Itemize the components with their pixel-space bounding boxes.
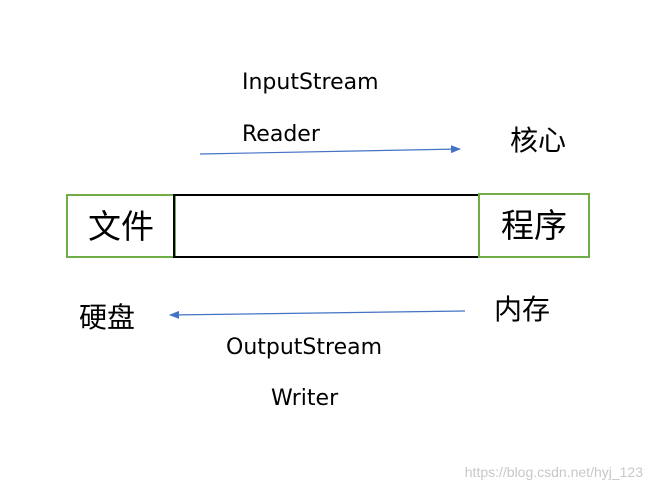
output-arrow xyxy=(169,310,466,319)
input-arrow xyxy=(199,145,461,155)
memory-label: 内存 xyxy=(494,293,551,326)
pipe-box xyxy=(173,194,480,258)
input-stream-label: InputStream xyxy=(242,70,379,95)
file-label: 文件 xyxy=(88,206,154,246)
program-box: 程序 xyxy=(478,193,590,258)
watermark-text: https://blog.csdn.net/hyj_123 xyxy=(464,464,643,480)
reader-label: Reader xyxy=(242,122,320,147)
file-box: 文件 xyxy=(66,194,176,258)
core-label: 核心 xyxy=(510,124,567,157)
output-stream-label: OutputStream xyxy=(226,335,383,360)
writer-label: Writer xyxy=(271,386,339,411)
disk-label: 硬盘 xyxy=(79,301,136,334)
program-label: 程序 xyxy=(501,206,567,245)
